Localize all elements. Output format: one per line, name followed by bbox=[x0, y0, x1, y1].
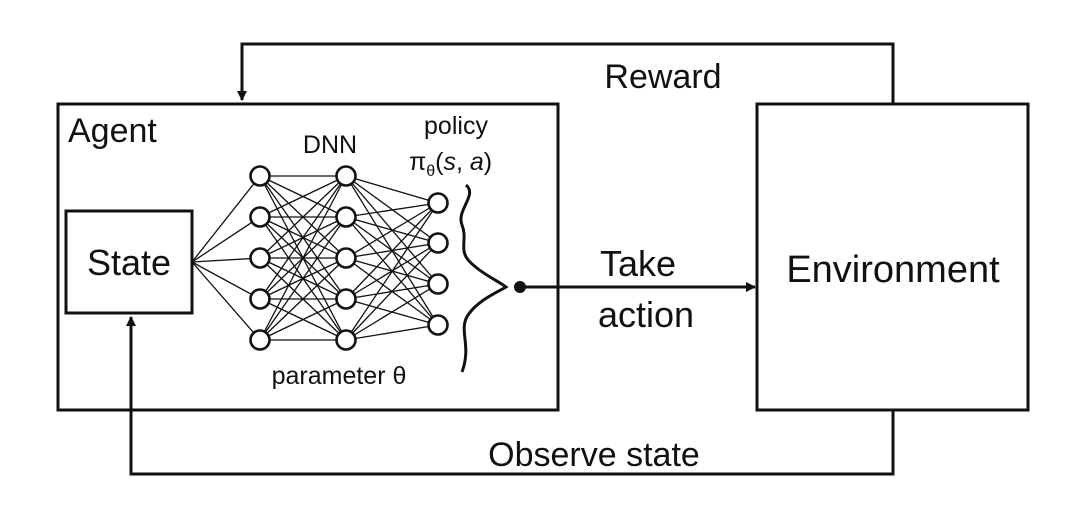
policy-formula: πθ(s, a) bbox=[409, 148, 492, 180]
reward-arrow bbox=[237, 42, 895, 104]
dnn-neuron bbox=[335, 165, 357, 187]
dnn-neuron bbox=[249, 329, 271, 351]
dnn-neuron bbox=[249, 247, 271, 269]
agent-title: Agent bbox=[68, 112, 157, 150]
dnn-neuron bbox=[427, 192, 449, 214]
dnn-neuron bbox=[427, 273, 449, 295]
dnn-edge bbox=[345, 175, 439, 204]
state-to-dnn-edge bbox=[191, 175, 261, 263]
dnn-edge bbox=[259, 175, 347, 259]
state-to-dnn-edge bbox=[191, 261, 261, 341]
dnn-edge bbox=[259, 175, 347, 218]
dnn-neuron bbox=[427, 232, 449, 254]
observe-state-label: Observe state bbox=[488, 436, 700, 474]
reward-label: Reward bbox=[604, 58, 721, 96]
agent-box bbox=[56, 102, 560, 412]
dnn-edge bbox=[259, 216, 347, 341]
dnn-neuron bbox=[335, 206, 357, 228]
policy-s: s bbox=[443, 148, 456, 176]
dnn-edge bbox=[345, 242, 439, 341]
state-to-dnn-edge bbox=[191, 216, 261, 263]
dnn-neuron bbox=[249, 206, 271, 228]
dnn-edge bbox=[259, 257, 347, 341]
policy-close: ) bbox=[484, 148, 492, 176]
policy-subscript: θ bbox=[426, 163, 435, 180]
environment-label: Environment bbox=[786, 249, 1000, 291]
dnn-edge bbox=[345, 202, 439, 218]
policy-distribution-curve bbox=[459, 183, 509, 373]
policy-open: ( bbox=[435, 148, 444, 176]
dnn-connections bbox=[191, 175, 439, 341]
dnn-edge bbox=[345, 202, 439, 259]
policy-label: policy bbox=[424, 112, 488, 140]
dnn-neuron bbox=[249, 165, 271, 187]
take-action-label-line2: action bbox=[598, 294, 694, 335]
dnn-title: DNN bbox=[303, 131, 357, 159]
dnn-edge bbox=[345, 202, 439, 300]
dnn-edge bbox=[259, 175, 347, 300]
state-to-dnn-edge bbox=[191, 261, 261, 300]
dnn-edge bbox=[345, 283, 439, 341]
state-label: State bbox=[87, 242, 171, 283]
dnn-edge bbox=[259, 175, 347, 341]
dnn-neuron bbox=[427, 314, 449, 336]
observe-state-arrow bbox=[126, 316, 895, 476]
dnn-edge bbox=[345, 202, 439, 341]
dnn-neuron bbox=[249, 288, 271, 310]
dnn-neuron bbox=[335, 329, 357, 351]
take-action-label-line1: Take bbox=[600, 243, 676, 284]
parameter-label: parameter θ bbox=[272, 362, 407, 390]
dnn-edge bbox=[259, 298, 347, 341]
state-to-dnn-edge bbox=[191, 257, 261, 263]
dnn-neurons bbox=[249, 165, 449, 351]
dnn-neuron bbox=[335, 288, 357, 310]
policy-pi: π bbox=[409, 148, 426, 176]
policy-a: a bbox=[470, 148, 484, 176]
policy-comma: , bbox=[456, 148, 470, 176]
dnn-edge bbox=[345, 324, 439, 341]
dnn-neuron bbox=[335, 247, 357, 269]
